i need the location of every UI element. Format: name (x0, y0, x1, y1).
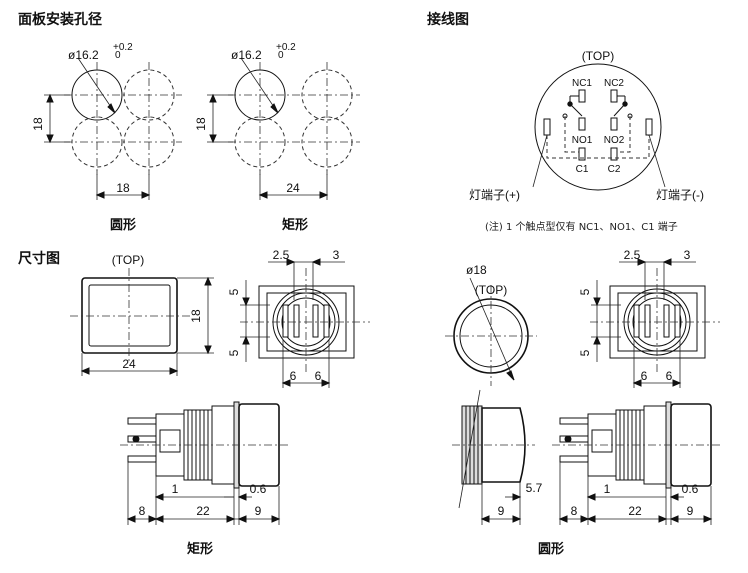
terminal-no1-label: NO1 (572, 135, 593, 146)
round-side-full-view: 1 0.6 8 22 9 圆形 (538, 401, 722, 557)
rect-back-pitch-left: 6 (290, 369, 297, 383)
round-back-pitch-right: 6 (666, 369, 673, 383)
rect-back-lower: 5 (227, 349, 241, 356)
rect-back-view: 2.5 3 5 5 6 6 (227, 248, 370, 388)
cutout-round-tol-plus: +0.2 (113, 42, 133, 53)
round-back-left-offset: 2.5 (624, 248, 641, 262)
terminal-nc1 (578, 89, 586, 103)
terminal-c2 (610, 147, 618, 161)
rect-front-top-label: (TOP) (112, 253, 144, 267)
cutout-rect-tol-zero: 0 (278, 50, 284, 61)
cutout-round-view: ø16.2 +0.2 0 18 18 圆形 (31, 42, 182, 233)
round-side-full-terminal: 1 (604, 482, 611, 496)
round-front-view: ø18 (TOP) (445, 263, 537, 386)
terminal-nc2 (610, 89, 618, 103)
round-back-lower: 5 (578, 349, 592, 356)
round-side-full-tail: 8 (571, 504, 578, 518)
round-back-upper: 5 (578, 288, 592, 295)
rect-side-head-length: 9 (255, 504, 262, 518)
cutout-round-tol-zero: 0 (115, 50, 121, 61)
rect-front-height: 18 (189, 309, 203, 323)
terminal-nc2-label: NC2 (604, 78, 624, 89)
round-back-pitch-left: 6 (641, 369, 648, 383)
rect-back-pitch-right: 6 (315, 369, 322, 383)
terminal-no2 (610, 117, 618, 131)
round-front-top-label: (TOP) (475, 283, 507, 297)
cutout-rect-pitch: 24 (286, 181, 300, 195)
cutout-rect-diameter: ø16.2 (231, 48, 262, 62)
round-side-full-body: 22 (628, 504, 642, 518)
lamp-terminal-plus (543, 118, 551, 136)
round-side-head-offset: 5.7 (526, 481, 543, 495)
rect-back-left-offset: 2.5 (273, 248, 290, 262)
wiring-top-label: (TOP) (582, 49, 614, 63)
cutout-rect-caption: 矩形 (281, 217, 308, 233)
terminal-no2-label: NO2 (604, 135, 625, 146)
round-side-head-length: 9 (498, 504, 505, 518)
rect-side-caption: 矩形 (186, 541, 213, 557)
cutout-rect-tol-plus: +0.2 (276, 42, 296, 53)
lamp-terminal-minus (645, 118, 653, 136)
rect-front-bezel (81, 277, 178, 354)
lamp-plus-label: 灯端子(+) (469, 188, 520, 202)
wiring-diagram-heading: 接线图 (427, 11, 469, 28)
rect-side-terminal: 1 (172, 482, 179, 496)
cutout-round-height: 18 (31, 117, 45, 131)
round-front-diameter: ø18 (466, 263, 487, 277)
wiring-outline (534, 63, 662, 191)
rect-front-width: 24 (122, 357, 136, 371)
cutout-rect-view: ø16.2 +0.2 0 18 24 矩形 (194, 42, 360, 233)
cutout-rect-height: 18 (194, 117, 208, 131)
round-side-caption: 圆形 (538, 542, 564, 557)
round-back-view: 2.5 3 5 5 6 6 (578, 248, 720, 388)
terminal-c1 (578, 147, 586, 161)
wiring-note: (注) 1 个触点型仅有 NC1、NO1、C1 端子 (485, 220, 678, 233)
terminal-c2-label: C2 (608, 164, 621, 175)
rect-back-right-offset: 3 (333, 248, 340, 262)
rect-side-body: 22 (196, 504, 210, 518)
terminal-no1 (578, 117, 586, 131)
dimensions-heading: 尺寸图 (18, 250, 60, 267)
lamp-minus-label: 灯端子(-) (656, 188, 704, 202)
cutout-round-pitch: 18 (116, 181, 130, 195)
round-side-full-head-length: 9 (687, 504, 694, 518)
round-back-right-offset: 3 (684, 248, 691, 262)
rect-front-view: (TOP) 24 18 (70, 253, 214, 376)
round-side-head (481, 407, 526, 483)
terminal-c1-label: C1 (576, 164, 589, 175)
rect-side-tail: 8 (139, 504, 146, 518)
round-side-view: 5.7 9 (452, 389, 543, 525)
panel-cutout-heading: 面板安装孔径 (18, 11, 102, 28)
wiring-diagram: (TOP) NC1 NC2 NO1 NO2 C1 C2 (469, 49, 704, 233)
rect-side-view: 1 0.6 8 22 9 矩形 (120, 401, 290, 557)
round-side-full-panel: 0.6 (682, 482, 699, 496)
terminal-nc1-label: NC1 (572, 78, 592, 89)
rect-side-panel: 0.6 (250, 482, 267, 496)
cutout-round-diameter: ø16.2 (68, 48, 99, 62)
cutout-round-caption: 圆形 (110, 218, 136, 233)
rect-back-upper: 5 (227, 288, 241, 295)
